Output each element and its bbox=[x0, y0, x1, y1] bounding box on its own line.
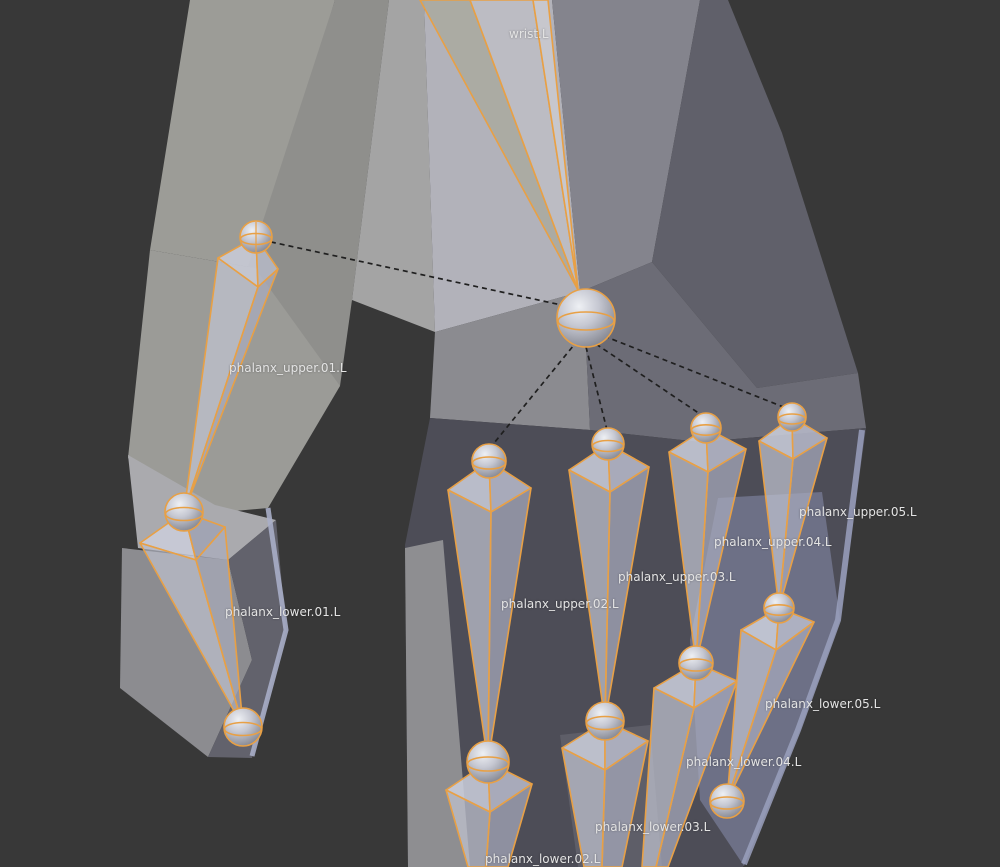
bone-wrist[interactable] bbox=[419, 0, 579, 291]
joint-wrist-root[interactable] bbox=[556, 288, 616, 348]
bone-phalanx-lower-03[interactable] bbox=[561, 720, 649, 867]
bone-joint-spheres[interactable] bbox=[164, 220, 807, 819]
bone-parent-connection-lines bbox=[261, 239, 787, 449]
bone-phalanx-upper-02[interactable] bbox=[447, 460, 532, 763]
bone-phalanx-upper-03[interactable] bbox=[568, 443, 650, 722]
